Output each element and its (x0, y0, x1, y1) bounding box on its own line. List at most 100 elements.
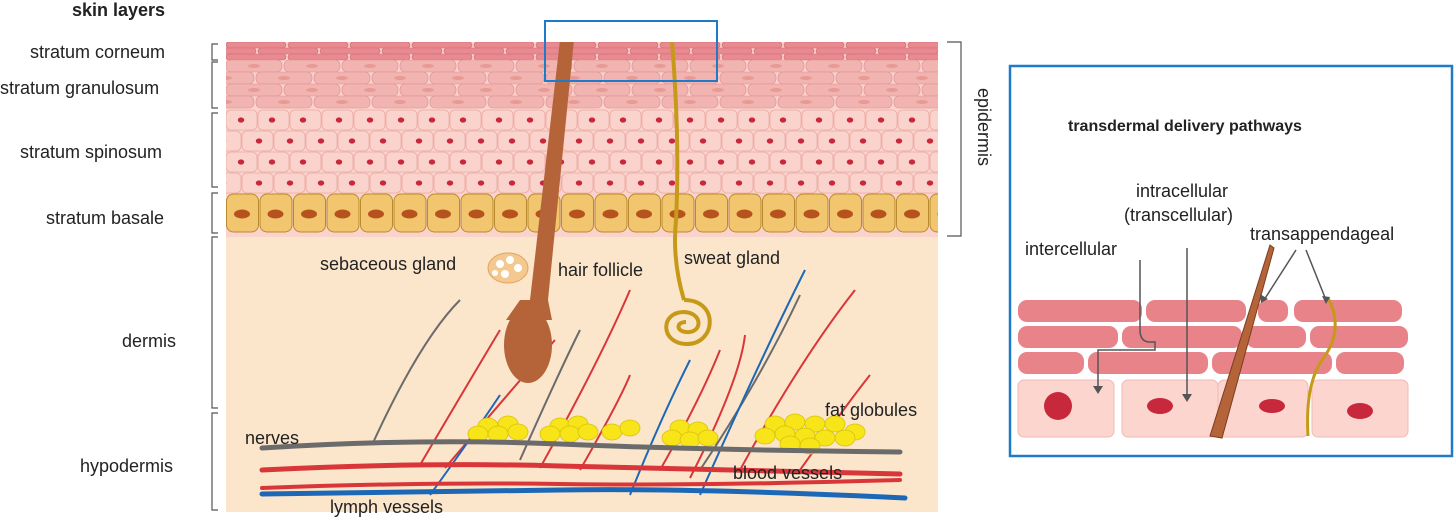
spinosum-nucleus (668, 138, 676, 144)
basale-nucleus (636, 209, 652, 219)
spinosum-nucleus (748, 117, 756, 123)
spinosum-nucleus (895, 180, 903, 186)
panel-corneocyte (1146, 300, 1246, 322)
nerve-trunk (259, 439, 903, 455)
basale-nucleus (502, 209, 518, 219)
skin-cross-section (226, 42, 938, 512)
corneum-cell (287, 42, 349, 49)
spinosum-nucleus (735, 180, 743, 186)
corneum-cell (721, 53, 783, 61)
granulosum-nucleus (364, 88, 376, 92)
spinosum-nucleus (846, 117, 854, 123)
granulosum-nucleus (654, 64, 666, 68)
granulosum-nucleus (916, 76, 928, 80)
granulosum-nucleus (248, 64, 260, 68)
corneum-cell (845, 42, 907, 49)
spinosum-nucleus (606, 180, 614, 186)
panel-nucleus (1259, 399, 1285, 413)
spinosum-nucleus (255, 138, 263, 144)
spinosum-nucleus (348, 180, 356, 186)
basale-nucleus (736, 209, 753, 219)
label-nerves: nerves (245, 428, 299, 448)
spinosum-nucleus (226, 182, 227, 184)
granulosum-nucleus (654, 88, 666, 92)
granulosum-nucleus (916, 100, 928, 104)
spinosum-nucleus (575, 180, 583, 186)
spinosum-nucleus (508, 180, 516, 186)
spinosum-nucleus (828, 138, 836, 144)
spinosum-nucleus (655, 159, 663, 165)
corneum-cell (257, 47, 319, 55)
granulosum-nucleus (394, 76, 406, 80)
panel-corneocyte (1336, 352, 1404, 374)
panel-corneocyte (1018, 352, 1084, 374)
basale-nucleus (267, 209, 284, 219)
basale-nucleus (334, 209, 351, 219)
granulosum-nucleus (770, 88, 782, 92)
lymph-vessel (259, 487, 908, 501)
granulosum-nucleus (538, 88, 550, 92)
spinosum-nucleus (237, 159, 245, 165)
label-transappendageal: transappendageal (1250, 224, 1394, 244)
spinosum-nucleus (495, 117, 503, 123)
stratum-granulosum-cells (226, 59, 938, 109)
spinosum-nucleus (268, 117, 276, 123)
granulosum-nucleus (742, 76, 754, 80)
spinosum-nucleus (397, 159, 405, 165)
spinosum-nucleus (686, 159, 694, 165)
corneum-cell (411, 53, 473, 61)
spinosum-nucleus (477, 138, 485, 144)
label-stratum-basale: stratum basale (46, 208, 164, 228)
spinosum-cell (929, 151, 938, 173)
fat-globule (661, 429, 683, 447)
spinosum-nucleus (766, 180, 774, 186)
spinosum-nucleus (859, 138, 867, 144)
pathways-cell-illustration (1017, 300, 1409, 438)
granulosum-nucleus (886, 88, 898, 92)
basale-nucleus (234, 209, 250, 219)
spinosum-nucleus (526, 117, 534, 123)
spinosum-nucleus (335, 117, 343, 123)
spinosum-nucleus (637, 180, 645, 186)
basale-nucleus (468, 209, 485, 219)
spinosum-nucleus (428, 117, 436, 123)
panel-corneocyte (1258, 300, 1288, 322)
spinosum-nucleus (637, 138, 645, 144)
granulosum-nucleus (800, 100, 812, 104)
sebaceous-gland-icon (487, 252, 529, 284)
corneum-cell (691, 47, 753, 55)
corneum-cell (443, 47, 505, 55)
spinosum-nucleus (335, 159, 343, 165)
basale-nucleus (770, 209, 786, 219)
spinosum-cell (929, 109, 938, 131)
granulosum-nucleus (510, 76, 522, 80)
label-blood-vessels: blood vessels (733, 463, 842, 483)
panel-corneocyte (1246, 326, 1306, 348)
granulosum-nucleus (596, 64, 608, 68)
label-transcellular: (transcellular) (1124, 205, 1233, 225)
spinosum-nucleus (846, 159, 854, 165)
spinosum-nucleus (588, 117, 596, 123)
layer-brackets-left (211, 43, 218, 511)
granulosum-nucleus (480, 88, 492, 92)
corneum-cell (381, 47, 443, 55)
granulosum-nucleus (480, 64, 492, 68)
fat-globule (619, 419, 641, 437)
blood-vessel (259, 462, 903, 477)
granulosum-nucleus (568, 100, 580, 104)
corneum-cell (505, 47, 567, 55)
spinosum-nucleus (779, 159, 787, 165)
spinosum-nucleus (317, 180, 325, 186)
spinosum-nucleus (797, 180, 805, 186)
granulosum-nucleus (336, 76, 348, 80)
granulosum-nucleus (858, 76, 870, 80)
sweat-gland-icon (664, 42, 712, 347)
granulosum-nucleus (886, 64, 898, 68)
spinosum-nucleus (495, 159, 503, 165)
basale-nucleus (368, 209, 384, 219)
label-intercellular: intercellular (1025, 239, 1117, 259)
fat-globule (507, 423, 529, 441)
corneum-cell (783, 42, 845, 49)
corneum-cell (845, 53, 907, 61)
